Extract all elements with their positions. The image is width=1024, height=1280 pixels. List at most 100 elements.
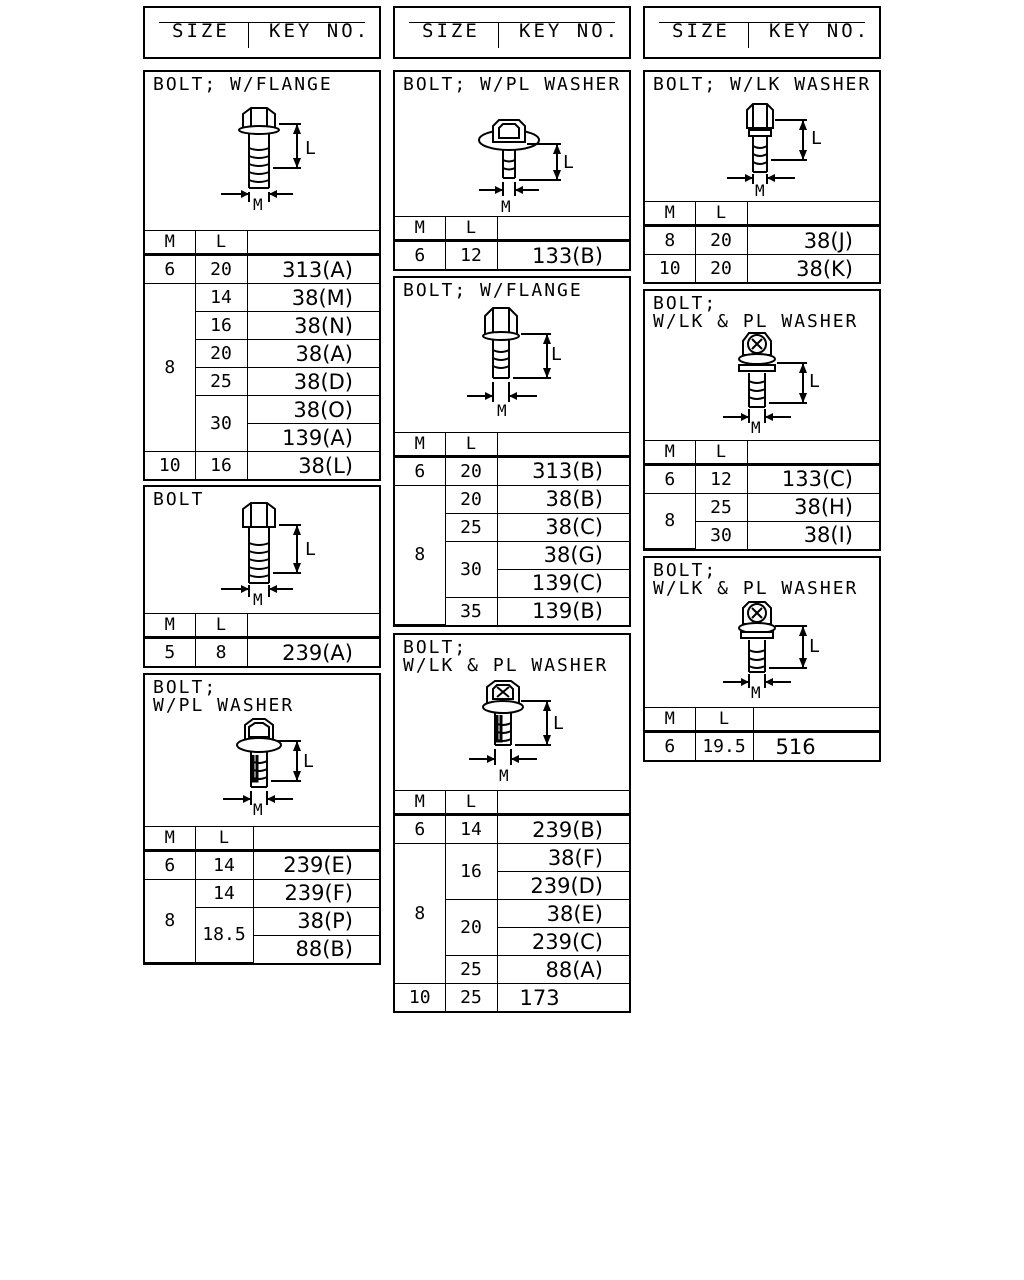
dimension-m: M xyxy=(751,683,761,702)
header-divider xyxy=(248,22,249,48)
key-cell: 139(A) xyxy=(247,423,379,452)
col-m-header: M xyxy=(145,613,196,639)
key-cell: 38(P) xyxy=(252,906,379,936)
col-m-header: M xyxy=(645,439,696,466)
col-m-header: M xyxy=(395,216,446,242)
m-cell: 10 xyxy=(395,983,446,1011)
dimension-l: L xyxy=(305,138,316,159)
bolt-w-lk-pl-washer-drawing: L M xyxy=(723,601,820,702)
dimension-l: L xyxy=(809,371,820,392)
l-cell: 25 xyxy=(444,983,498,1011)
bolt-drawing: L M xyxy=(221,502,316,609)
l-cell: 20 xyxy=(444,484,498,514)
key-cell: 88(A) xyxy=(496,955,629,984)
key-no-label: KEY NO. xyxy=(519,20,621,42)
key-cell: 139(C) xyxy=(497,568,629,598)
panel-title: BOLT; W/PL WASHER xyxy=(153,677,295,716)
m-cell: 8 xyxy=(395,484,446,625)
key-cell: 133(C) xyxy=(746,463,879,494)
key-cell: 38(G) xyxy=(496,540,629,570)
bolt-w-lk-washer-drawing: L M xyxy=(727,103,822,200)
dimension-m: M xyxy=(253,590,263,609)
col-key-header xyxy=(246,613,379,639)
table-row: 239(C) xyxy=(395,927,629,956)
bolt-w-flange-drawing: L M xyxy=(221,107,316,214)
col-m-header: M xyxy=(145,230,196,256)
col-l-header: L xyxy=(694,201,748,227)
key-cell: 38(E) xyxy=(496,899,629,928)
key-cell: 38(I) xyxy=(746,520,879,549)
bolt-w-pl-washer-drawing: L M xyxy=(223,718,314,819)
col-key-header xyxy=(496,216,629,242)
l-cell: 16 xyxy=(444,843,498,900)
m-cell: 6 xyxy=(395,814,446,844)
m-cell: 6 xyxy=(145,254,196,284)
m-cell: 6 xyxy=(145,849,196,880)
key-cell: 173 xyxy=(496,983,629,1011)
col-m-header: M xyxy=(395,431,446,458)
panel-title: BOLT; W/LK & PL WASHER xyxy=(653,560,859,599)
dimension-m: M xyxy=(755,181,765,200)
header-divider xyxy=(498,22,499,48)
m-cell: 6 xyxy=(645,731,696,760)
dimension-m: M xyxy=(253,800,263,819)
size-label: SIZE xyxy=(422,20,480,42)
header-rule xyxy=(659,22,865,23)
col-key-header xyxy=(496,790,629,816)
key-cell: 38(J) xyxy=(746,225,879,255)
bolt-w-lk-pl-washer-drawing: L M xyxy=(723,332,820,437)
key-cell: 38(A) xyxy=(246,339,379,368)
panel-title: BOLT; W/PL WASHER xyxy=(403,74,622,95)
header-rule xyxy=(159,22,365,23)
l-cell: 16 xyxy=(195,311,248,340)
l-cell: 35 xyxy=(445,596,498,625)
header-divider xyxy=(748,22,749,48)
key-cell: 38(C) xyxy=(496,512,629,542)
m-cell: 8 xyxy=(145,283,196,452)
dimension-l: L xyxy=(553,713,564,734)
col-l-header: L xyxy=(444,790,498,816)
key-cell: 38(F) xyxy=(496,843,629,872)
col-key-header xyxy=(252,825,379,852)
panel-title: BOLT; W/LK & PL WASHER xyxy=(653,293,859,332)
key-cell: 313(A) xyxy=(246,254,379,284)
l-cell: 20 xyxy=(445,899,498,956)
key-cell: 239(A) xyxy=(246,637,379,666)
l-cell: 20 xyxy=(194,254,248,284)
panel-title: BOLT xyxy=(153,489,205,510)
table-row: 88(B) xyxy=(145,934,379,963)
m-cell: 6 xyxy=(395,240,446,269)
key-no-label: KEY NO. xyxy=(269,20,371,42)
l-cell: 30 xyxy=(195,395,248,452)
key-cell: 38(M) xyxy=(246,283,379,312)
l-cell: 18.5 xyxy=(195,906,254,963)
key-no-label: KEY NO. xyxy=(769,20,871,42)
col-key-header xyxy=(496,431,629,458)
l-cell: 8 xyxy=(194,637,248,666)
m-cell: 8 xyxy=(645,492,696,549)
col-l-header: L xyxy=(444,431,498,458)
header-rule xyxy=(409,22,615,23)
